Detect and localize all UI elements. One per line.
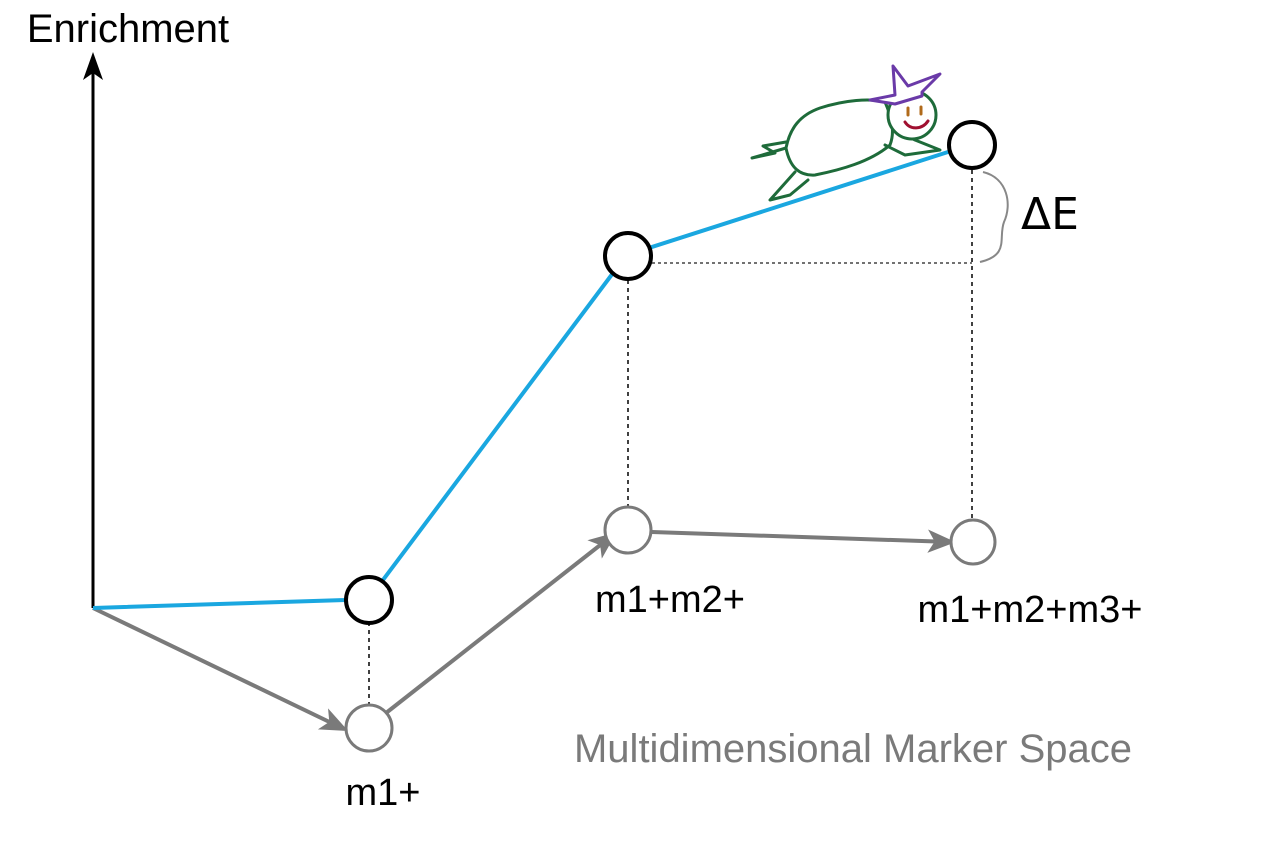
- enrichment-axis: [83, 52, 103, 608]
- marker-label-m1: m1+: [346, 772, 421, 814]
- enrichment-node-m1: [344, 575, 394, 625]
- marker-label-m123: m1+m2+m3+: [918, 589, 1143, 631]
- marker-space-path: [92, 529, 956, 732]
- marker-arrow-origin-m1: [92, 606, 349, 732]
- axis-arrowhead-icon: [83, 52, 103, 80]
- marker-node-m12: [603, 505, 653, 555]
- delta-bracket-icon: [979, 171, 1009, 263]
- marker-arrow-m12-m123: [651, 529, 956, 553]
- marker-node-m123: [949, 518, 997, 566]
- delta-e-label: ΔE: [1021, 189, 1079, 240]
- enrichment-path: [92, 150, 949, 610]
- space-label: Multidimensional Marker Space: [574, 727, 1132, 771]
- turtle-with-crown-icon: [750, 64, 942, 202]
- marker-label-m12: m1+m2+: [595, 579, 745, 621]
- enrichment-node-m12: [603, 231, 653, 281]
- marker-node-m1: [344, 703, 394, 753]
- enrichment-node-m123: [947, 120, 997, 170]
- marker-arrow-m1-m12: [384, 532, 617, 715]
- projection-guides: [368, 170, 973, 718]
- y-axis-label: Enrichment: [27, 7, 229, 51]
